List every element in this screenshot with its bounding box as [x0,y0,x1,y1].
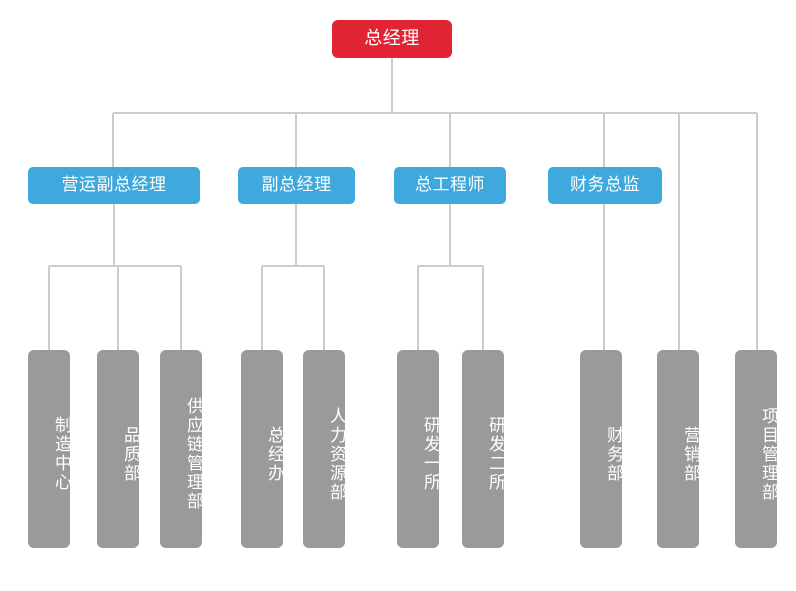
org-node-quality-dept[interactable]: 品质部 [97,350,140,548]
org-node-gm-office[interactable]: 总经办 [241,350,284,548]
node-label: 总经理 [364,27,420,49]
org-node-deputy-gm[interactable]: 副总经理 [238,167,355,204]
node-label: 项目管理部 [758,406,778,502]
org-node-marketing-dept[interactable]: 营销部 [657,350,700,548]
node-label: 财务总监 [570,174,640,195]
node-label: 制造中心 [51,416,71,492]
node-label: 财务部 [603,425,623,483]
node-label: 品质部 [120,425,140,483]
node-label: 营运副总经理 [61,174,167,195]
org-node-ops-vp[interactable]: 营运副总经理 [28,167,200,204]
org-node-rd-inst-2[interactable]: 研发二所 [462,350,505,548]
org-node-finance-dept[interactable]: 财务部 [580,350,623,548]
org-node-rd-inst-1[interactable]: 研发一所 [397,350,440,548]
org-node-cfo[interactable]: 财务总监 [548,167,662,204]
node-label: 人力资源部 [326,406,346,502]
org-node-chief-eng[interactable]: 总工程师 [394,167,506,204]
node-label: 总工程师 [415,174,485,195]
org-node-pmo-dept[interactable]: 项目管理部 [735,350,778,548]
node-label: 供应链管理部 [183,397,203,511]
node-label: 营销部 [680,425,700,483]
org-node-root[interactable]: 总经理 [332,20,452,58]
node-label: 研发一所 [420,416,440,492]
org-node-supply-chain[interactable]: 供应链管理部 [160,350,203,548]
org-node-mfg-center[interactable]: 制造中心 [28,350,71,548]
node-label: 研发二所 [485,416,505,492]
node-label: 副总经理 [261,174,332,195]
node-label: 总经办 [264,425,284,483]
org-node-hr-dept[interactable]: 人力资源部 [303,350,346,548]
